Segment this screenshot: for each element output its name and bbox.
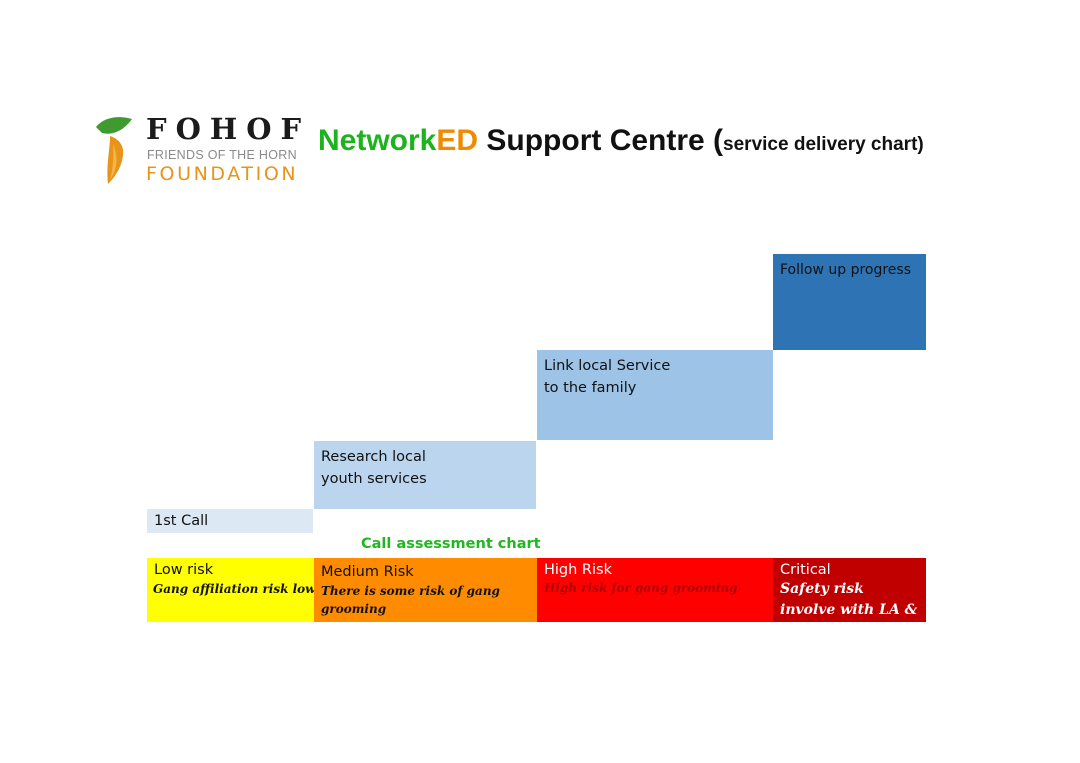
risk-description: There is some risk of gang grooming	[321, 584, 500, 616]
logo-subtitle: FRIENDS OF THE HORN	[147, 148, 297, 162]
title-small: service delivery chart)	[723, 134, 924, 155]
step-first-call: 1st Call	[147, 509, 313, 533]
title-ed: ED	[436, 124, 479, 157]
risk-critical: Critical Safety risk involve with LA & P…	[773, 558, 926, 622]
risk-description: Safety risk involve with LA & Police	[780, 581, 918, 618]
step-line: youth services	[321, 471, 427, 487]
fohof-logo: FOHOF FRIENDS OF THE HORN FOUNDATION	[94, 114, 309, 186]
logo-name: FOHOF	[146, 112, 311, 146]
step-line: Follow up progress	[780, 262, 912, 278]
risk-label: High Risk	[544, 562, 612, 578]
step-line: 1st Call	[154, 513, 209, 529]
risk-description: High risk for gang grooming	[544, 581, 738, 595]
risk-high: High Risk High risk for gang grooming	[537, 558, 773, 622]
assessment-title: Call assessment chart	[361, 536, 541, 552]
step-line: Link local Service	[544, 358, 671, 374]
risk-description: Gang affiliation risk low	[153, 582, 314, 596]
logo-org: FOUNDATION	[146, 163, 299, 185]
page-title: NetworkED Support Centre (service delive…	[318, 124, 924, 158]
risk-label: Critical	[780, 562, 831, 578]
step-line: to the family	[544, 380, 637, 396]
risk-label: Low risk	[154, 562, 214, 578]
title-network: Network	[318, 124, 437, 157]
step-link-service: Link local Service to the family	[537, 350, 773, 440]
risk-low: Low risk Gang affiliation risk low	[147, 558, 314, 622]
risk-medium: Medium Risk There is some risk of gang g…	[314, 558, 537, 622]
step-line: Research local	[321, 449, 426, 465]
leaf-flame-logo-icon	[96, 117, 132, 184]
risk-label: Medium Risk	[321, 564, 414, 580]
title-main: Support Centre (	[478, 124, 724, 157]
step-research: Research local youth services	[314, 441, 536, 509]
step-follow-up: Follow up progress	[773, 254, 926, 350]
